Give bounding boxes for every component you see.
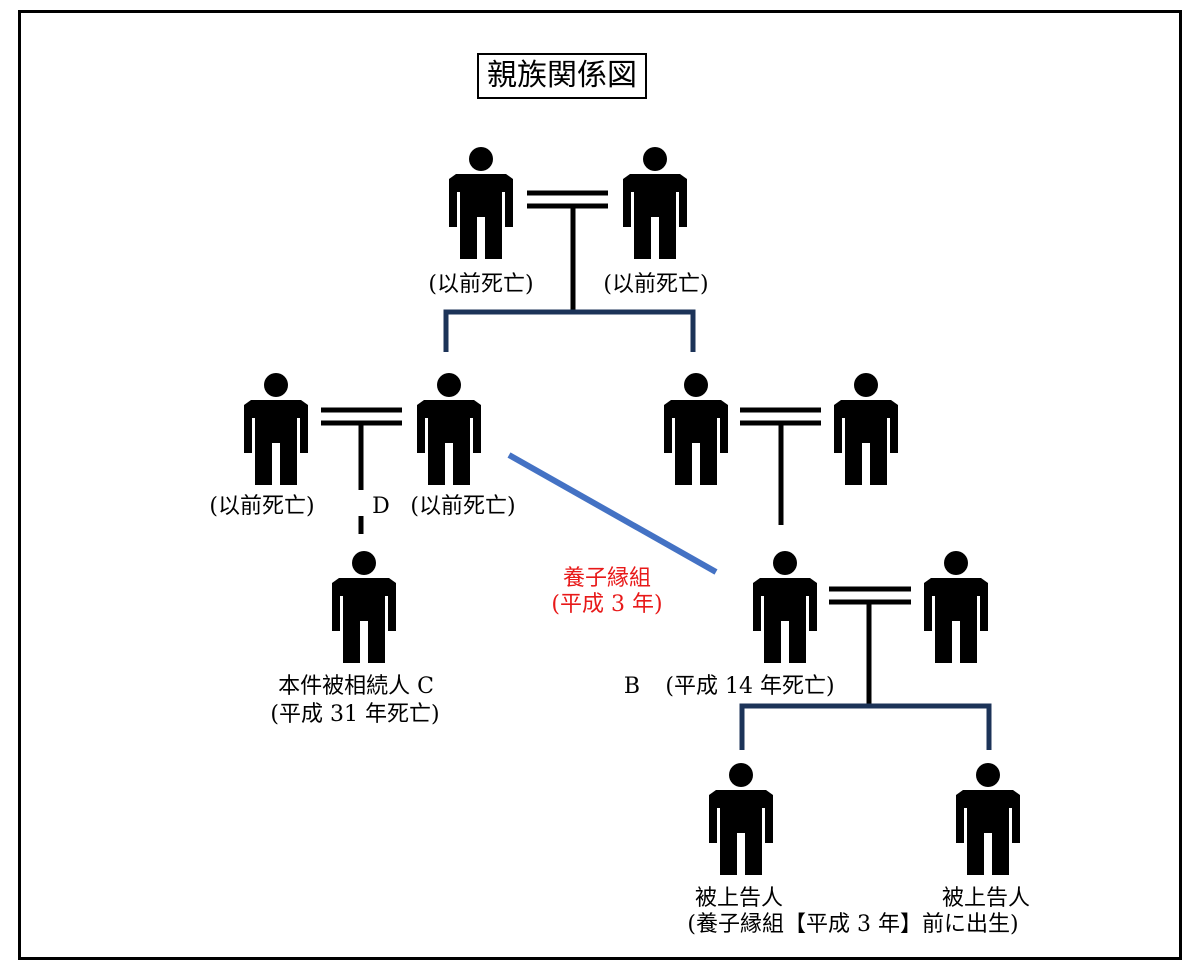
b-figure (753, 551, 817, 663)
d-figure (417, 373, 481, 485)
grandmother-figure (623, 147, 687, 259)
diagram-frame (18, 10, 1182, 960)
b-marriage-link (829, 586, 911, 706)
c-status: (平成 31 年死亡) (270, 702, 440, 727)
diagram-title: 親族関係図 (477, 53, 647, 99)
grandparents-marriage-link (527, 190, 608, 312)
d-spouse-status: (以前死亡) (209, 494, 315, 519)
b-children-bracket (739, 703, 992, 750)
grandfather-status: (以前死亡) (428, 272, 534, 297)
child-left-note: (養子縁組【平成 3 年】前に出生) (687, 912, 1019, 937)
d-status: (以前死亡) (410, 494, 516, 519)
d-label: D (372, 494, 390, 519)
b-father-figure (664, 373, 728, 485)
child-left-figure (709, 763, 773, 875)
grandparents-children-bracket (443, 309, 696, 352)
d-marriage-link (321, 407, 402, 534)
adoption-label: 養子縁組 (562, 566, 652, 591)
child-left-name: 被上告人 (694, 886, 784, 911)
adoption-year: (平成 3 年) (551, 592, 663, 617)
b-label: B (623, 674, 641, 699)
b-parents-marriage-link (740, 407, 821, 525)
b-mother-figure (834, 373, 898, 485)
c-name: 本件被相続人 C (278, 674, 434, 699)
grandmother-status: (以前死亡) (603, 272, 709, 297)
child-right-figure (956, 763, 1020, 875)
d-spouse-figure (244, 373, 308, 485)
grandfather-figure (449, 147, 513, 259)
b-status: (平成 14 年死亡) (665, 674, 835, 699)
c-figure (332, 551, 396, 663)
child-right-name: 被上告人 (941, 886, 1031, 911)
b-spouse-figure (924, 551, 988, 663)
adoption-line (507, 452, 718, 575)
